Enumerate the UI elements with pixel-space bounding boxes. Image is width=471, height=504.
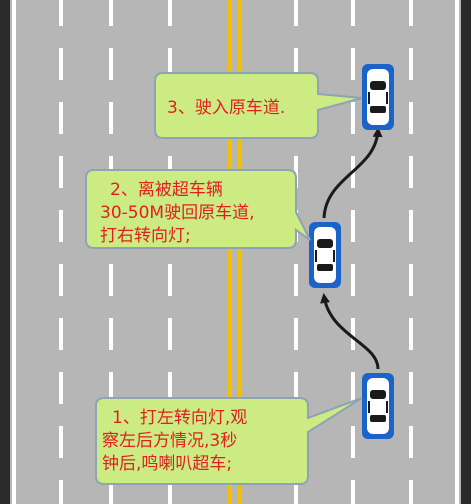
callout-step-1-text: 1、打左转向灯,观 察左后方情况,3秒 钟后,鸣喇叭超车; xyxy=(102,408,253,474)
top-down-car-icon xyxy=(309,222,341,288)
callout-line: 3、驶入原车道. xyxy=(167,98,285,118)
side-line-right xyxy=(455,0,459,504)
callout-step-1: 1、打左转向灯,观 察左后方情况,3秒 钟后,鸣喇叭超车; xyxy=(95,397,363,485)
curved-arrow-icon xyxy=(320,293,380,370)
callout-line: 打右转向灯; xyxy=(100,226,191,246)
center-line-right xyxy=(238,0,242,504)
callout-line: 察左后方情况,3秒 xyxy=(102,431,237,451)
top-down-car-icon xyxy=(362,64,394,130)
callout-line: 钟后,鸣喇叭超车; xyxy=(102,454,232,474)
callout-step-2: 2、离被超车辆 30-50M驶回原车道, 打右转向灯; xyxy=(85,169,311,249)
side-line-left xyxy=(12,0,16,504)
road-edge-left xyxy=(0,0,10,504)
center-line-left xyxy=(228,0,232,504)
curved-arrow-icon xyxy=(322,127,383,219)
callout-step-2-text: 2、离被超车辆 30-50M驶回原车道, 打右转向灯; xyxy=(100,180,260,246)
callout-step-3: 3、驶入原车道. xyxy=(154,72,363,139)
road-edge-right xyxy=(461,0,471,504)
callout-line: 30-50M驶回原车道, xyxy=(100,203,254,223)
callout-line: 2、离被超车辆 xyxy=(110,180,223,200)
top-down-car-icon xyxy=(362,373,394,439)
callout-line: 1、打左转向灯,观 xyxy=(112,408,247,428)
callout-step-3-text: 3、驶入原车道. xyxy=(167,98,285,118)
